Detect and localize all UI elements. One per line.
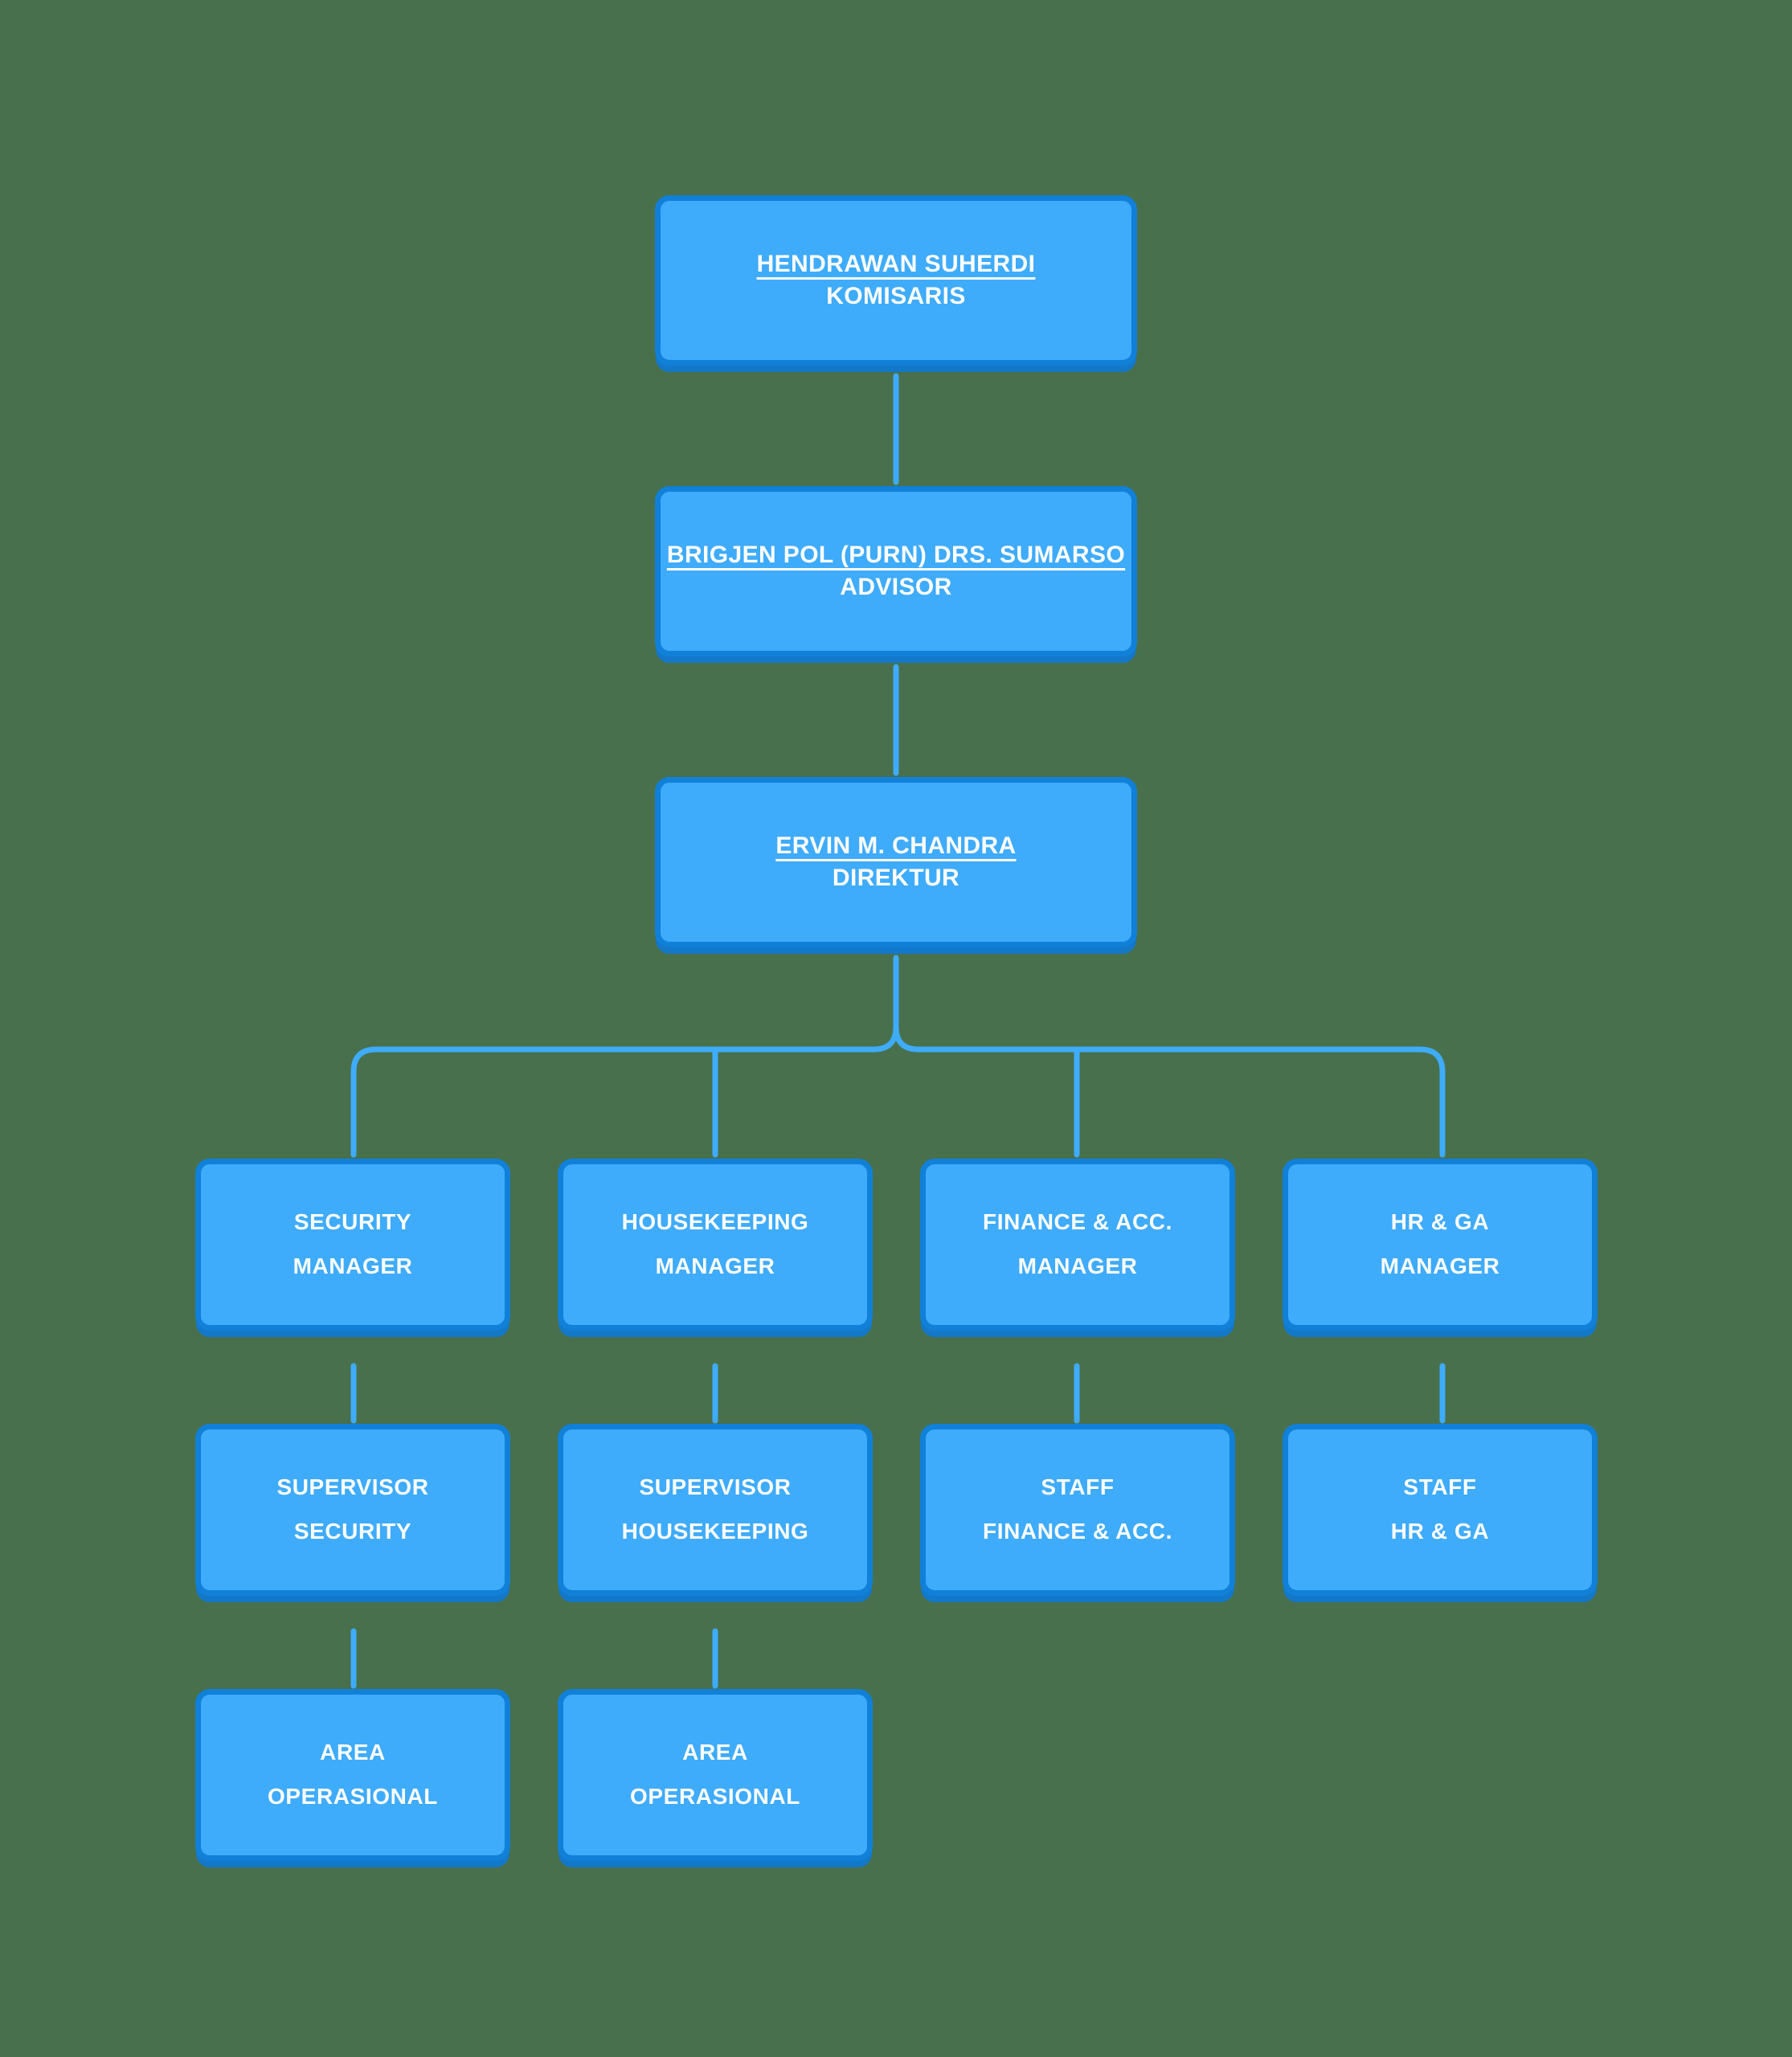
node-housekeeping-manager-line-2: MANAGER (655, 1253, 775, 1278)
node-advisor-role: ADVISOR (840, 574, 952, 600)
node-staff-finance-line-1: STAFF (1041, 1474, 1115, 1500)
node-hrga-manager-line-2: MANAGER (1380, 1253, 1500, 1278)
node-advisor[interactable]: BRIGJEN POL (PURN) DRS. SUMARSO ADVISOR (655, 486, 1137, 656)
node-security-manager[interactable]: SECURITY MANAGER (195, 1159, 510, 1331)
node-area-operasional-security-line-2: OPERASIONAL (268, 1784, 438, 1809)
node-komisaris[interactable]: HENDRAWAN SUHERDI KOMISARIS (655, 195, 1137, 366)
node-area-operasional-security[interactable]: AREA OPERASIONAL (195, 1689, 510, 1861)
node-area-operasional-housekeeping[interactable]: AREA OPERASIONAL (558, 1689, 873, 1861)
node-area-operasional-security-line-1: AREA (320, 1740, 386, 1765)
node-hrga-manager-line-1: HR & GA (1390, 1209, 1490, 1235)
node-supervisor-housekeeping[interactable]: SUPERVISOR HOUSEKEEPING (558, 1424, 873, 1596)
node-komisaris-role: KOMISARIS (826, 283, 966, 309)
node-finance-manager[interactable]: FINANCE & ACC. MANAGER (920, 1159, 1235, 1331)
node-supervisor-housekeeping-line-2: HOUSEKEEPING (621, 1519, 809, 1544)
node-housekeeping-manager-line-1: HOUSEKEEPING (621, 1209, 809, 1235)
node-area-operasional-housekeeping-line-1: AREA (682, 1740, 748, 1765)
node-supervisor-security-line-2: SECURITY (293, 1519, 412, 1544)
connector-direktur-trunk (350, 955, 899, 1158)
node-area-operasional-housekeeping-line-2: OPERASIONAL (630, 1784, 800, 1809)
node-advisor-name: BRIGJEN POL (PURN) DRS. SUMARSO (666, 542, 1126, 569)
node-staff-hrga-line-1: STAFF (1403, 1474, 1477, 1500)
node-staff-finance-line-2: FINANCE & ACC. (982, 1519, 1173, 1544)
node-komisaris-name: HENDRAWAN SUHERDI (756, 251, 1036, 278)
node-supervisor-security[interactable]: SUPERVISOR SECURITY (195, 1424, 510, 1596)
connector-bus-right (893, 1024, 1446, 1158)
node-hrga-manager[interactable]: HR & GA MANAGER (1283, 1159, 1598, 1331)
node-direktur[interactable]: ERVIN M. CHANDRA DIREKTUR (655, 777, 1137, 947)
node-housekeeping-manager[interactable]: HOUSEKEEPING MANAGER (558, 1159, 873, 1331)
node-finance-manager-line-1: FINANCE & ACC. (982, 1209, 1173, 1235)
node-direktur-name: ERVIN M. CHANDRA (775, 832, 1017, 860)
node-security-manager-line-2: MANAGER (293, 1253, 413, 1278)
node-supervisor-housekeeping-line-1: SUPERVISOR (639, 1474, 792, 1500)
node-finance-manager-line-2: MANAGER (1017, 1253, 1138, 1278)
node-staff-hrga[interactable]: STAFF HR & GA (1283, 1424, 1598, 1596)
node-staff-hrga-line-2: HR & GA (1390, 1519, 1490, 1544)
node-supervisor-security-line-1: SUPERVISOR (276, 1474, 429, 1500)
node-security-manager-line-1: SECURITY (293, 1209, 412, 1235)
node-staff-finance[interactable]: STAFF FINANCE & ACC. (920, 1424, 1235, 1596)
node-direktur-role: DIREKTUR (832, 865, 960, 891)
